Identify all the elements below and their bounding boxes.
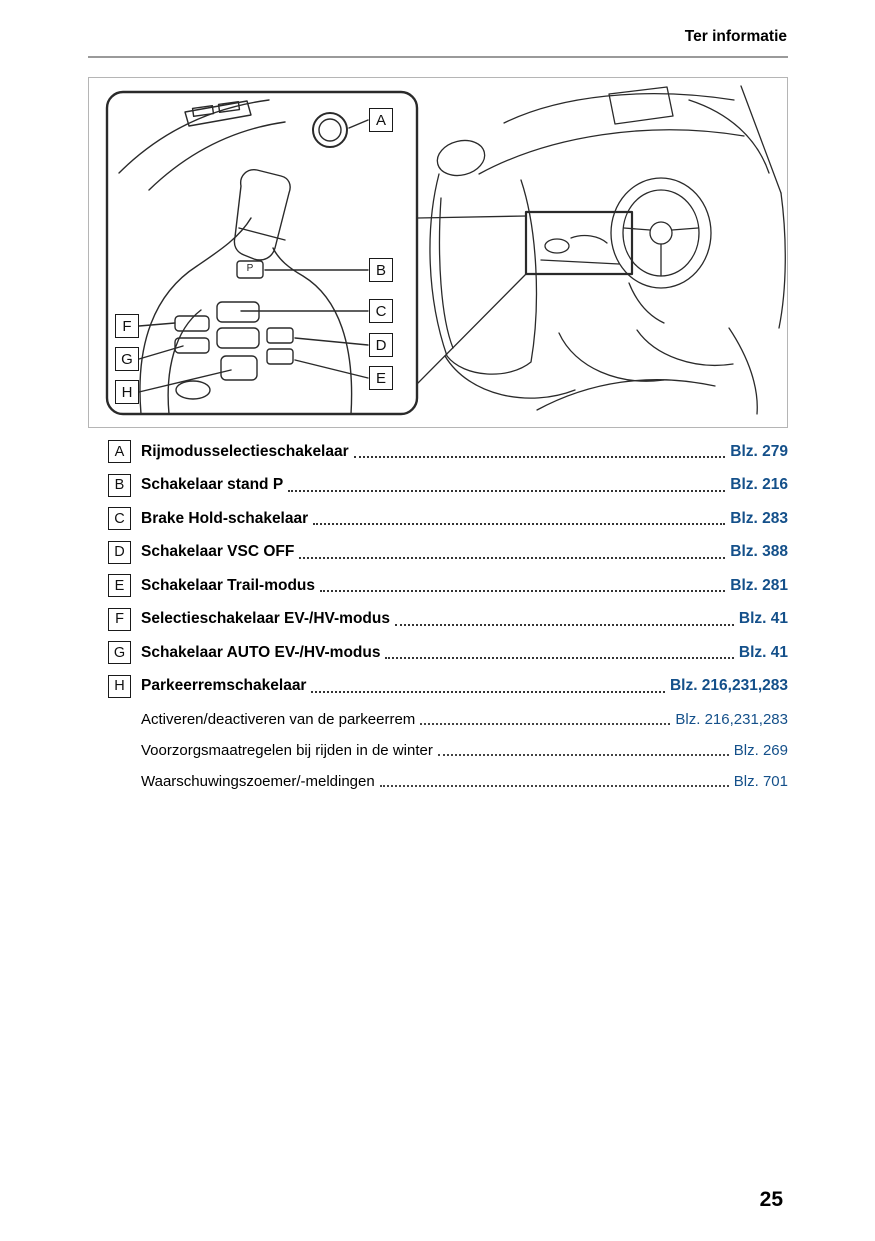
toc-entry-label: Schakelaar stand P — [141, 476, 284, 493]
page-reference-link[interactable]: Blz. 281 — [730, 576, 788, 594]
page-reference-link[interactable]: Blz. 388 — [730, 543, 788, 560]
toc-subrow: Voorzorgsmaatregelen bij rijden in de wi… — [88, 739, 788, 761]
page-reference-link[interactable]: Blz. 283 — [730, 509, 788, 527]
dotted-leader — [353, 456, 726, 458]
toc-row-C: C Brake Hold-schakelaar Blz. 283 — [88, 507, 788, 530]
dotted-leader — [299, 556, 726, 559]
toc-entry-label: Schakelaar AUTO EV-/HV-modus — [141, 643, 381, 661]
toc-entry-label: Waarschuwingszoemer/-meldingen — [141, 772, 375, 790]
toc-subrow: Activeren/deactiveren van de parkeerrem … — [88, 708, 788, 730]
toc-entry-label: Voorzorgsmaatregelen bij rijden in de wi… — [141, 741, 433, 759]
page-reference-link[interactable]: Blz. 269 — [733, 741, 788, 759]
toc-row-A: A Rijmodusselectieschakelaar Blz. 279 — [88, 440, 788, 463]
figure-callout-A: A — [369, 108, 393, 132]
dotted-leader — [288, 489, 726, 492]
page-number: 25 — [759, 1188, 783, 1211]
toc-row-E: E Schakelaar Trail-modus Blz. 281 — [88, 574, 788, 597]
callout-letter-box: D — [108, 540, 131, 564]
toc-entry-label: Selectieschakelaar EV-/HV-modus — [141, 610, 390, 627]
page-reference-link[interactable]: Blz. 41 — [738, 610, 788, 627]
toc-entry-label: Schakelaar Trail-modus — [141, 576, 316, 594]
figure-callout-D: D — [369, 333, 393, 357]
figure-callout-E: E — [369, 366, 393, 390]
car-interior-drawing — [105, 85, 786, 416]
figure-callout-G: G — [115, 347, 139, 371]
toc-row-G: G Schakelaar AUTO EV-/HV-modus Blz. 41 — [88, 641, 788, 664]
callout-letter-box: E — [108, 574, 131, 597]
toc-row-B: B Schakelaar stand P Blz. 216 — [88, 473, 788, 497]
shifter-p-button-label: P — [246, 263, 254, 274]
callout-letter-box: A — [108, 440, 131, 463]
figure-callout-F: F — [115, 314, 139, 338]
toc-entry-label: Rijmodusselectieschakelaar — [141, 442, 349, 460]
callout-letter-box: F — [108, 607, 131, 631]
dotted-leader — [394, 623, 734, 626]
toc-row-H: H Parkeerremschakelaar Blz. 216,231,283 — [88, 674, 788, 698]
dotted-leader — [320, 590, 726, 592]
figure-callout-H: H — [115, 380, 139, 404]
dotted-leader — [437, 754, 729, 756]
callout-letter-box: H — [108, 674, 131, 698]
page-reference-link[interactable]: Blz. 279 — [730, 442, 788, 460]
page-reference-link[interactable]: Blz. 216,231,283 — [669, 677, 788, 694]
page-reference-link[interactable]: Blz. 41 — [738, 643, 788, 661]
toc-entry-label: Brake Hold-schakelaar — [141, 509, 309, 527]
toc-entry-label: Parkeerremschakelaar — [141, 677, 307, 694]
toc-subrow: Waarschuwingszoemer/-meldingen Blz. 701 — [88, 770, 788, 792]
dotted-leader — [385, 657, 734, 659]
figure-callout-C: C — [369, 299, 393, 323]
page-reference-link[interactable]: Blz. 216 — [730, 476, 788, 493]
dotted-leader — [313, 523, 726, 525]
table-of-contents: A Rijmodusselectieschakelaar Blz. 279 B … — [88, 440, 788, 801]
header-title: Ter informatie — [684, 28, 787, 45]
toc-entry-label: Schakelaar VSC OFF — [141, 543, 295, 560]
dotted-leader — [420, 723, 671, 725]
figure-callout-B: B — [369, 258, 393, 282]
page-reference-link[interactable]: Blz. 216,231,283 — [675, 710, 788, 728]
page-reference-link[interactable]: Blz. 701 — [733, 772, 788, 790]
toc-row-D: D Schakelaar VSC OFF Blz. 388 — [88, 540, 788, 564]
callout-letter-box: C — [108, 507, 131, 530]
callout-letter-box: G — [108, 641, 131, 664]
dotted-leader — [311, 690, 665, 693]
toc-row-F: F Selectieschakelaar EV-/HV-modus Blz. 4… — [88, 607, 788, 631]
dotted-leader — [379, 785, 729, 787]
callout-letter-box: B — [108, 473, 131, 497]
figure-illustration: A B C D E F G H P — [88, 77, 788, 428]
toc-entry-label: Activeren/deactiveren van de parkeerrem — [141, 710, 416, 728]
header-rule — [88, 56, 788, 58]
